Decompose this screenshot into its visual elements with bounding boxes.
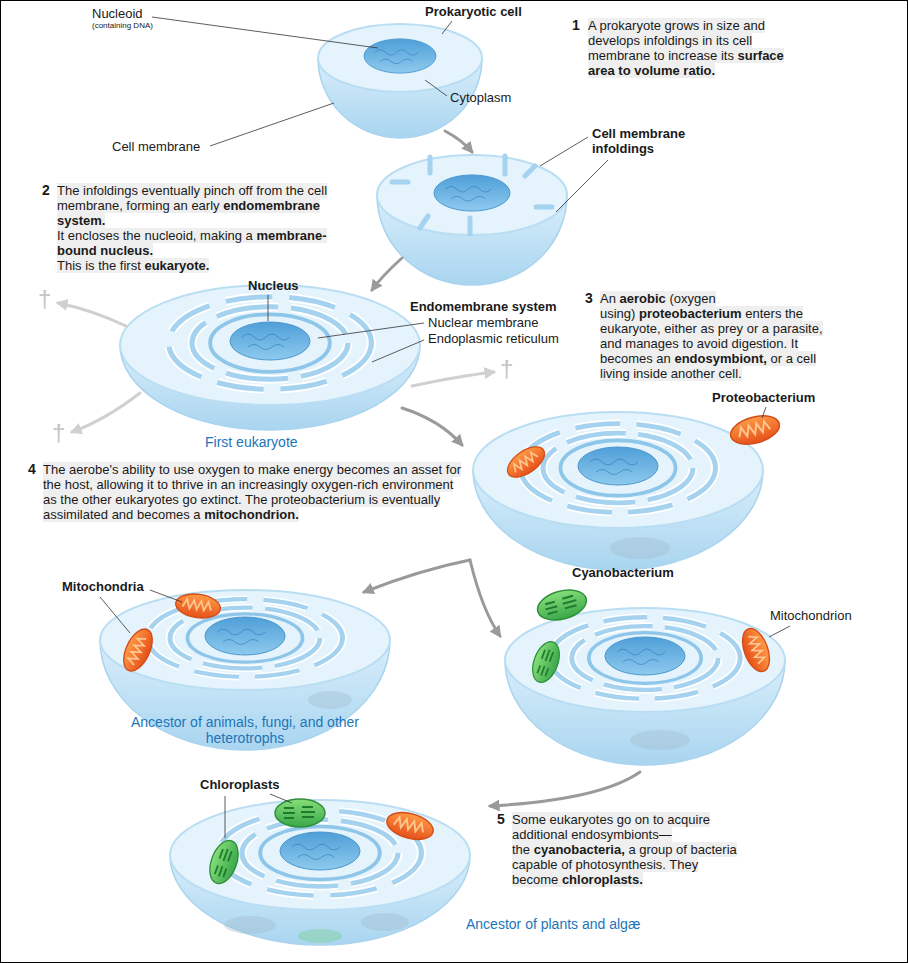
part-label: Proteobacterium (712, 390, 815, 405)
cell-caption: Ancestor of animals, fungi, and other he… (125, 714, 365, 746)
callout-number: 5 (497, 811, 505, 827)
part-label: Cell membrane (112, 139, 200, 154)
step-text: An (600, 291, 616, 306)
step-text: This is the first (57, 258, 141, 273)
step-text-bold: eukaryote. (141, 258, 210, 273)
cell-caption: First eukaryote (205, 434, 298, 450)
step-text-bold: proteobacterium (635, 306, 741, 321)
part-label: Cell membrane infoldings (592, 126, 697, 156)
step-text-block: The aerobe's ability to use oxygen to ma… (43, 462, 463, 522)
part-label: Cyanobacterium (572, 565, 674, 580)
step-text-bold: cyanobacteria, (530, 842, 625, 857)
part-note: (containing DNA) (92, 21, 153, 30)
callout-number: 4 (28, 461, 36, 477)
step-text-block: Anaerobic(oxygen using)proteobacteriumen… (600, 291, 832, 381)
step-text-bold: mitochondrion. (201, 507, 299, 522)
step-text-bold: chloroplasts. (558, 872, 643, 887)
part-label: Cytoplasm (450, 90, 511, 105)
step-text-bold: endosymbiont, (671, 351, 767, 366)
step-text-bold: aerobic (616, 291, 666, 306)
step-text-block: The infoldings eventually pinch off from… (57, 183, 332, 273)
step-text-block: A prokaryote grows in size and develops … (588, 18, 803, 78)
callout-number: 1 (572, 17, 580, 33)
part-label: Nucleus (248, 278, 299, 293)
part-label: Endoplasmic reticulum (428, 331, 559, 346)
part-label: Nucleoid (92, 6, 143, 21)
step-text-block: Some eukaryotes go on to acquire additio… (512, 812, 762, 887)
part-label: Mitochondrion (770, 608, 852, 623)
part-label: Nuclear membrane (428, 315, 539, 330)
callout-number: 2 (42, 182, 50, 198)
part-label: Endomembrane system (410, 299, 557, 314)
cell-caption: Ancestor of plants and algæ (466, 916, 640, 932)
part-label: Prokaryotic cell (425, 4, 522, 19)
extinct-mark: † (38, 286, 51, 312)
extinct-mark: † (52, 420, 65, 446)
extinct-mark: † (500, 356, 513, 382)
part-label: Chloroplasts (200, 777, 279, 792)
part-label: Mitochondria (62, 579, 144, 594)
step-text: It encloses the nucleoid, making a (57, 228, 253, 243)
callout-number: 3 (585, 290, 593, 306)
